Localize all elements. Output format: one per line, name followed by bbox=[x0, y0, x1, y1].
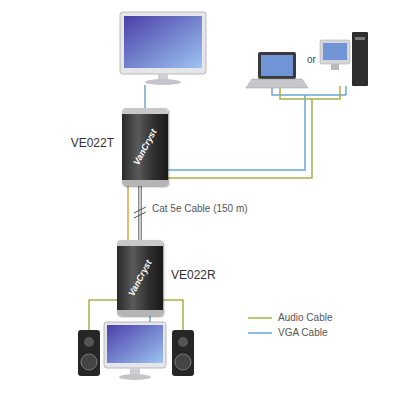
cable-inner bbox=[139, 186, 141, 240]
model-label: VE022T bbox=[71, 136, 114, 150]
speaker-woofer bbox=[175, 354, 191, 370]
audio-cable bbox=[163, 300, 183, 330]
extender-unit: VE022TVanCryst bbox=[122, 108, 168, 186]
break-mark bbox=[134, 212, 146, 218]
legend-text: Audio Cable bbox=[278, 312, 332, 323]
extender-unit: VE022RVanCryst bbox=[117, 240, 163, 316]
monitor-frame bbox=[104, 322, 166, 368]
cable-outer bbox=[138, 186, 142, 240]
speaker-tweeter bbox=[178, 337, 188, 347]
desktop-stand bbox=[331, 64, 339, 70]
monitor-screen bbox=[124, 16, 202, 68]
monitor bbox=[104, 322, 166, 380]
laptop bbox=[246, 52, 308, 88]
desktop-computer bbox=[320, 32, 368, 86]
vga-cable bbox=[345, 86, 347, 95]
monitor bbox=[120, 12, 206, 85]
monitor-base bbox=[119, 374, 151, 380]
audio-cable bbox=[127, 186, 129, 240]
break-mark bbox=[134, 207, 146, 213]
monitor-screen bbox=[107, 325, 163, 363]
laptop-base bbox=[246, 79, 308, 88]
vga-cable bbox=[149, 316, 151, 322]
vga-cable bbox=[272, 88, 346, 95]
connector-word: or bbox=[307, 54, 316, 65]
desktop-screen bbox=[323, 43, 347, 60]
brand-logo: VanCryst bbox=[131, 127, 158, 166]
audio-cable bbox=[280, 86, 340, 99]
desktop-tower bbox=[352, 32, 368, 86]
speaker bbox=[172, 330, 194, 376]
vga-cable bbox=[144, 85, 146, 108]
monitor-frame bbox=[120, 12, 206, 74]
audio-cable bbox=[89, 300, 117, 330]
legend-text: VGA Cable bbox=[278, 327, 327, 338]
speaker-woofer bbox=[81, 354, 97, 370]
vga-cable bbox=[168, 95, 305, 170]
laptop-lid bbox=[258, 52, 296, 79]
audio-cable bbox=[168, 99, 312, 178]
legend-line bbox=[248, 317, 272, 319]
speaker-body bbox=[172, 330, 194, 376]
speaker bbox=[78, 330, 100, 376]
cable-label: Cat 5e Cable (150 m) bbox=[152, 203, 248, 214]
laptop-screen bbox=[261, 55, 293, 76]
speaker-body bbox=[78, 330, 100, 376]
monitor-base bbox=[145, 79, 181, 85]
cat5e-cable bbox=[134, 186, 146, 240]
monitor-stand bbox=[130, 368, 140, 375]
brand-logo: VanCryst bbox=[126, 258, 153, 297]
tower-drive bbox=[355, 37, 365, 40]
speaker-tweeter bbox=[84, 337, 94, 347]
desktop-monitor bbox=[320, 40, 350, 64]
legend-line bbox=[248, 332, 272, 334]
model-label: VE022R bbox=[171, 268, 216, 282]
